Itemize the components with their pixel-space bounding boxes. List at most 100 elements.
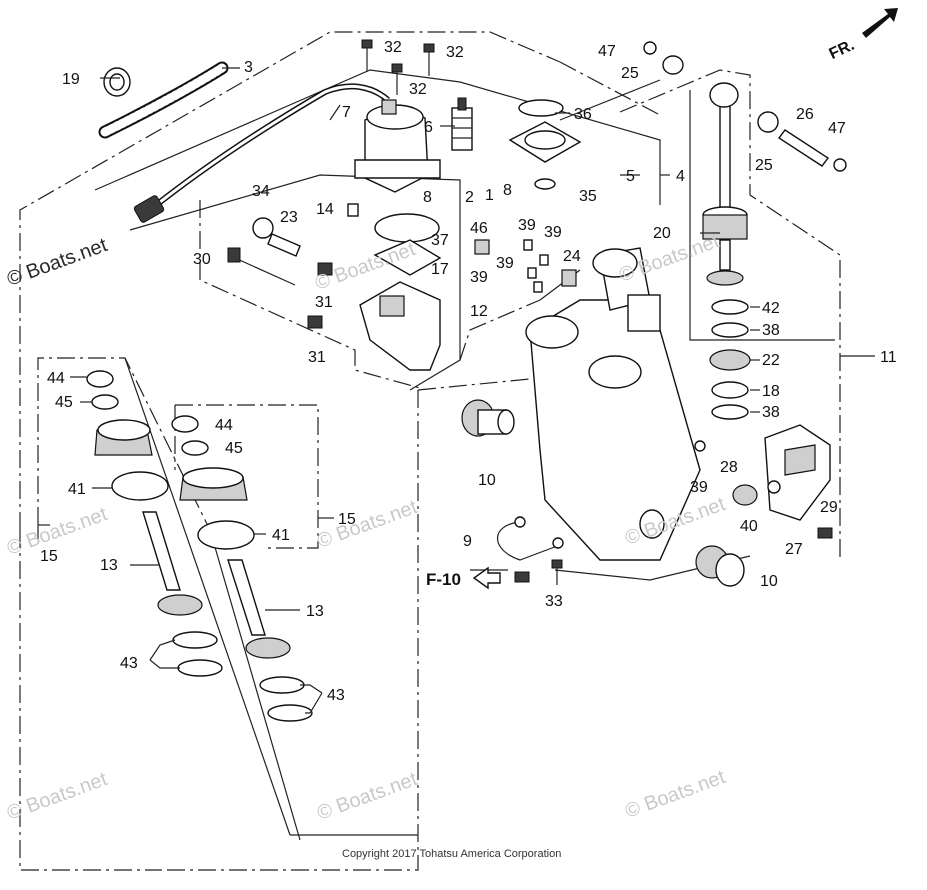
- rod-frame-lines: [124, 357, 418, 841]
- part-13-rods: [142, 511, 291, 659]
- callout-38: 38: [762, 404, 780, 421]
- callout-6: 6: [424, 119, 433, 136]
- callout-31: 31: [308, 349, 326, 366]
- watermark-text: © Boats.net: [4, 768, 110, 825]
- callout-23: 23: [280, 209, 298, 226]
- callout-4: 4: [676, 168, 685, 185]
- callout-14: 14: [316, 201, 334, 218]
- callout-39: 39: [544, 224, 562, 241]
- watermark-text: © Boats.net: [314, 496, 420, 553]
- callout-44: 44: [215, 417, 233, 434]
- callout-5: 5: [626, 168, 635, 185]
- part-32-screws: [361, 39, 435, 95]
- part-motor: [354, 99, 441, 193]
- callout-13: 13: [306, 603, 324, 620]
- callout-39: 39: [496, 255, 514, 272]
- callout-31: 31: [315, 294, 333, 311]
- callout-41: 41: [272, 527, 290, 544]
- seal-kit-box-left: [37, 357, 211, 540]
- front-direction-arrow: [862, 8, 898, 38]
- part-43-rings: [172, 631, 313, 722]
- watermark-text: © Boats.net: [314, 768, 420, 825]
- callout-12: 12: [470, 303, 488, 320]
- callout-13: 13: [100, 557, 118, 574]
- part-27-bracket: [764, 424, 831, 521]
- callout-11: 11: [880, 349, 897, 366]
- part-10-plugs: [461, 399, 745, 587]
- callout-24: 24: [563, 248, 581, 265]
- callout-20: 20: [653, 225, 671, 242]
- callout-10: 10: [760, 573, 778, 590]
- callout-19: 19: [62, 71, 80, 88]
- part-cylinder-body: [525, 247, 701, 561]
- part-3-hose: [98, 61, 229, 139]
- callout-2: 2: [465, 189, 474, 206]
- assembly-frame-lines: [19, 31, 841, 871]
- callout-30: 30: [193, 251, 211, 268]
- callout-35: 35: [579, 188, 597, 205]
- reference-f10-label: F-10: [426, 570, 461, 589]
- callout-29: 29: [820, 499, 838, 516]
- callout-44: 44: [47, 370, 65, 387]
- part-7-cable: [133, 83, 390, 223]
- callout-37: 37: [431, 232, 449, 249]
- callout-38: 38: [762, 322, 780, 339]
- callout-3: 3: [244, 59, 253, 76]
- part-9-wire: [496, 516, 564, 561]
- callout-45: 45: [225, 440, 243, 457]
- part-6-valve: [451, 97, 473, 151]
- callout-15: 15: [40, 548, 58, 565]
- part-small-hardware-left: [227, 203, 359, 329]
- callout-47: 47: [828, 120, 846, 137]
- callout-8: 8: [503, 182, 512, 199]
- callout-labels: 32 32 32 47 25 3 19 7 6 36 26 47 25 1 2 …: [40, 39, 897, 704]
- callout-32: 32: [409, 81, 427, 98]
- part-26-pin: [777, 129, 830, 167]
- watermark-text: © Boats.net: [622, 766, 728, 823]
- callout-42: 42: [762, 300, 780, 317]
- callout-40: 40: [740, 518, 758, 535]
- callout-9: 9: [463, 533, 472, 550]
- callout-45: 45: [55, 394, 73, 411]
- callout-39: 39: [690, 479, 708, 496]
- callout-17: 17: [431, 261, 449, 278]
- callout-25: 25: [755, 157, 773, 174]
- part-seals-left: [86, 370, 255, 550]
- leader-lines: [38, 67, 875, 714]
- part-fittings-center: [474, 239, 706, 452]
- callout-32: 32: [384, 39, 402, 56]
- seal-kit-box-right: [174, 404, 319, 549]
- part-19-collar: [103, 67, 131, 97]
- part-28-40-29: [732, 480, 833, 539]
- front-direction-label: FR.: [827, 37, 858, 63]
- callout-43: 43: [327, 687, 345, 704]
- callout-39: 39: [518, 217, 536, 234]
- callout-41: 41: [68, 481, 86, 498]
- callout-46: 46: [470, 220, 488, 237]
- callout-39: 39: [470, 269, 488, 286]
- f10-arrow: [472, 566, 501, 590]
- callout-28: 28: [720, 459, 738, 476]
- part-pump-assembly: [359, 213, 442, 371]
- callout-22: 22: [762, 352, 780, 369]
- copyright-text: Copyright 2017 Tohatsu America Corporati…: [342, 848, 561, 860]
- callout-15: 15: [338, 511, 356, 528]
- callout-8: 8: [423, 189, 432, 206]
- part-33-bolts: [514, 559, 563, 585]
- callout-18: 18: [762, 383, 780, 400]
- part-20-trim-rod: [702, 82, 748, 286]
- part-47-25-hardware: [643, 41, 847, 172]
- callout-10: 10: [478, 472, 496, 489]
- callout-32: 32: [446, 44, 464, 61]
- callout-27: 27: [785, 541, 803, 558]
- callout-43: 43: [120, 655, 138, 672]
- callout-36: 36: [574, 106, 592, 123]
- callout-47: 47: [598, 43, 616, 60]
- callout-34: 34: [252, 183, 270, 200]
- callout-7: 7: [342, 104, 351, 121]
- callout-25: 25: [621, 65, 639, 82]
- callout-33: 33: [545, 593, 563, 610]
- callout-1: 1: [485, 187, 494, 204]
- callout-26: 26: [796, 106, 814, 123]
